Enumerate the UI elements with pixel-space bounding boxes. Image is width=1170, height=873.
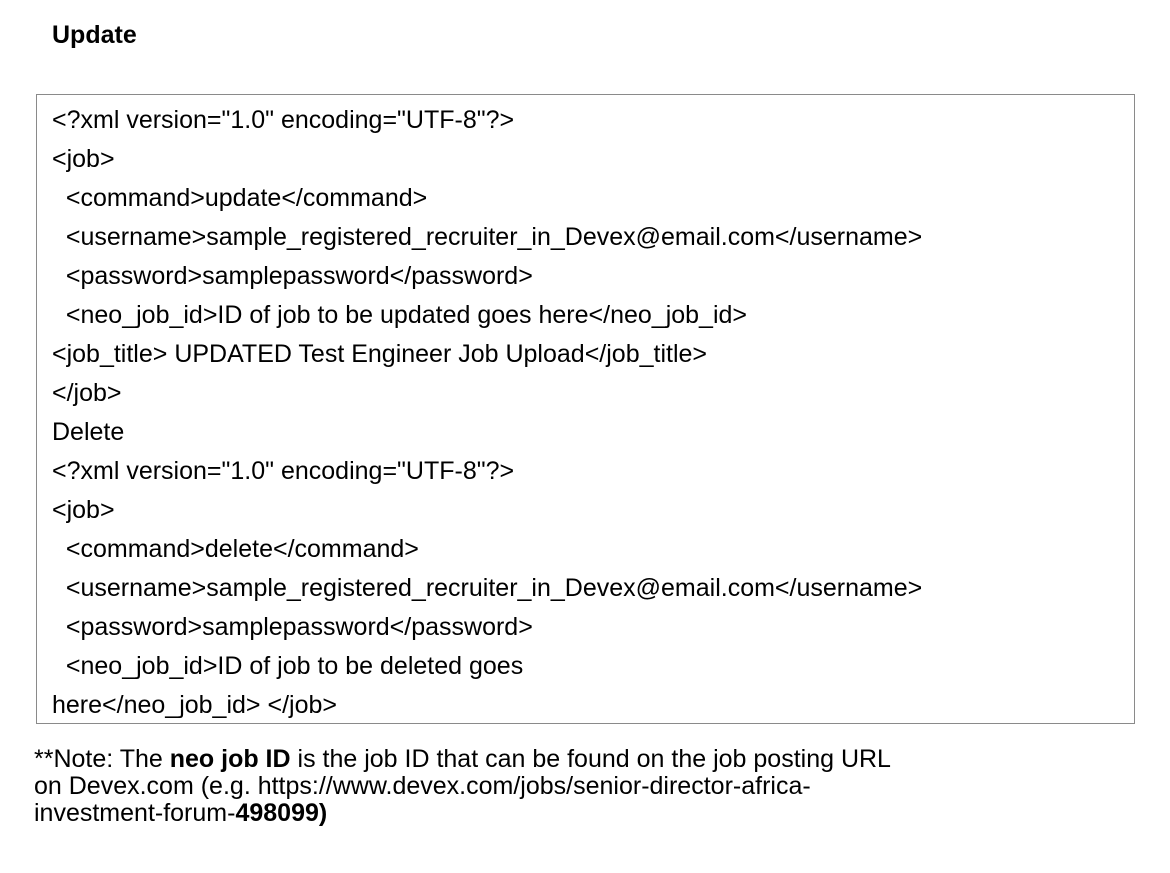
- code-line: <password>samplepassword</password>: [52, 613, 533, 641]
- xml-code-box: <?xml version="1.0" encoding="UTF-8"?> <…: [36, 94, 1135, 724]
- code-line: <job>: [52, 145, 115, 173]
- note-line-3: investment-forum-498099): [34, 800, 891, 827]
- code-line: <job_title> UPDATED Test Engineer Job Up…: [52, 340, 708, 368]
- code-line: <command>update</command>: [52, 184, 428, 212]
- code-line: <command>delete</command>: [52, 535, 419, 563]
- note-prefix: **Note: The: [34, 745, 170, 773]
- code-line: </job>: [52, 379, 122, 407]
- code-line: <neo_job_id>ID of job to be updated goes…: [52, 301, 748, 329]
- code-line: <?xml version="1.0" encoding="UTF-8"?>: [52, 457, 515, 485]
- page-title: Update: [52, 21, 137, 49]
- note-line-1: **Note: The neo job ID is the job ID tha…: [34, 746, 891, 773]
- delete-heading: Delete: [52, 418, 125, 446]
- code-line: here</neo_job_id> </job>: [52, 691, 337, 719]
- note-middle: is the job ID that can be found on the j…: [290, 745, 891, 773]
- code-line: <username>sample_registered_recruiter_in…: [52, 574, 923, 602]
- code-lines: <?xml version="1.0" encoding="UTF-8"?> <…: [52, 101, 922, 725]
- note-line3-prefix: investment-forum-: [34, 799, 236, 827]
- note-job-id: 498099): [235, 799, 328, 827]
- code-line: <neo_job_id>ID of job to be deleted goes: [52, 652, 524, 680]
- note-paragraph: **Note: The neo job ID is the job ID tha…: [34, 746, 891, 827]
- code-line: <password>samplepassword</password>: [52, 262, 533, 290]
- note-bold-term: neo job ID: [169, 745, 291, 773]
- note-line-2: on Devex.com (e.g. https://www.devex.com…: [34, 772, 811, 800]
- code-line: <username>sample_registered_recruiter_in…: [52, 223, 923, 251]
- code-line: <job>: [52, 496, 115, 524]
- code-line: <?xml version="1.0" encoding="UTF-8"?>: [52, 106, 515, 134]
